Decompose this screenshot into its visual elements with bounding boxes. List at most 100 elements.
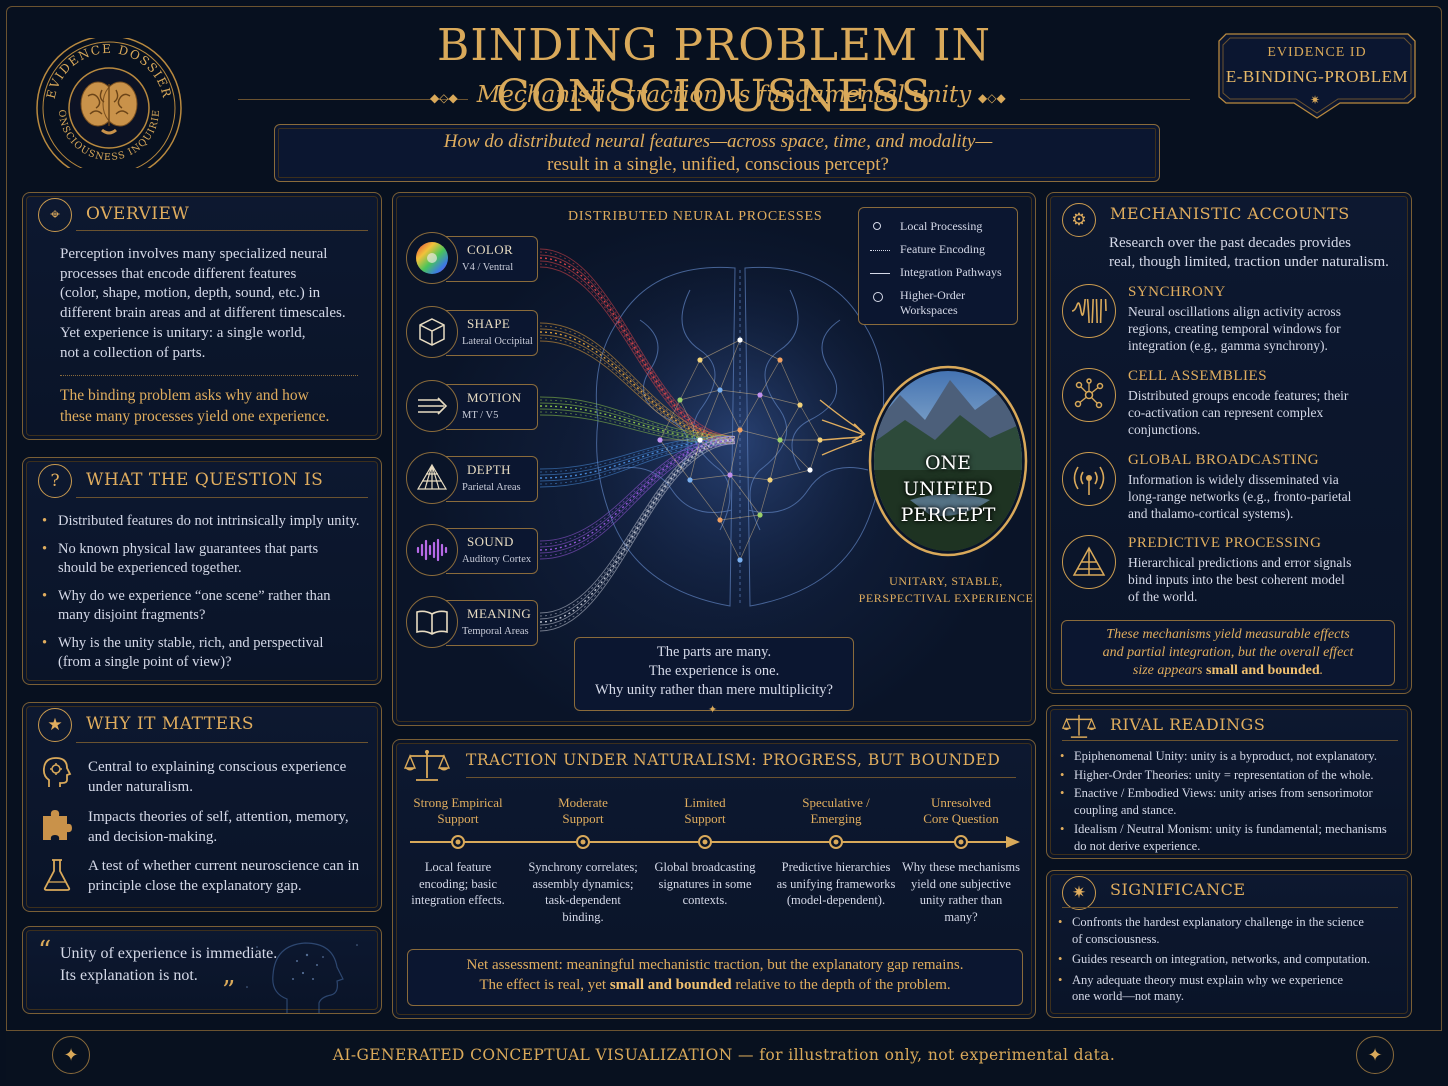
flask-icon bbox=[42, 858, 72, 896]
question-item-line: many disjoint fragments? bbox=[58, 607, 206, 623]
question-item: Why is the unity stable, rich, and persp… bbox=[42, 634, 372, 672]
stage-heading-line: Support bbox=[437, 811, 479, 826]
mechanistic-panel bbox=[1046, 192, 1412, 694]
question-line-2: result in a single, unified, conscious p… bbox=[547, 154, 889, 175]
scales-icon bbox=[1061, 712, 1097, 744]
why-matters-title-rule bbox=[76, 742, 368, 743]
question-item-line: should be experienced together. bbox=[58, 560, 242, 576]
mechanistic-summary-box bbox=[1061, 620, 1395, 686]
feature-box bbox=[446, 528, 538, 574]
footer-star-right-icon: ✦ bbox=[1356, 1036, 1394, 1074]
overview-line: Yet experience is unitary: a single worl… bbox=[60, 324, 306, 341]
summary-post: . bbox=[1319, 663, 1324, 678]
mechanism-description-line: of the world. bbox=[1128, 589, 1198, 604]
overview-line: different brain areas and at different t… bbox=[60, 305, 346, 322]
overview-line: not a collection of parts. bbox=[60, 344, 206, 361]
stage-description-line: contexts. bbox=[682, 893, 728, 907]
pyramid-icon bbox=[406, 452, 458, 504]
mechanism-description-line: and thalamo-cortical systems). bbox=[1128, 506, 1294, 521]
neural-processes-heading: DISTRIBUTED NEURAL PROCESSES bbox=[568, 209, 823, 224]
why-matters-item: A test of whether current neuroscience c… bbox=[88, 856, 374, 896]
stage-description-line: Global broadcasting bbox=[654, 860, 756, 874]
question-title-rule bbox=[76, 497, 368, 498]
cube-icon bbox=[406, 306, 458, 358]
question-item-line: Why do we experience “one scene” rather … bbox=[58, 588, 331, 604]
mechanism-description-line: bind inputs into the best coherent model bbox=[1128, 572, 1345, 587]
wave-icon bbox=[1062, 284, 1116, 338]
net-line-2-bold: small and bounded bbox=[609, 977, 732, 993]
page-subtitle: Mechanistic traction vs fundamental unit… bbox=[476, 82, 972, 108]
network-icon bbox=[1062, 368, 1116, 422]
book-icon bbox=[406, 596, 458, 648]
rival-item-line: Epiphenomenal Unity: unity is a byproduc… bbox=[1074, 749, 1377, 763]
open-quote-icon: “ bbox=[38, 936, 52, 966]
why-matters-item: Impacts theories of self, attention, mem… bbox=[88, 807, 374, 847]
quote-line-2: Its explanation is not. bbox=[60, 967, 198, 984]
stage-description-line: yield one subjective bbox=[911, 876, 1011, 891]
mechanism-description-line: conjunctions. bbox=[1128, 422, 1201, 437]
rival-item-line: coupling and stance. bbox=[1074, 803, 1177, 817]
feature-region: Lateral Occipital bbox=[462, 336, 533, 347]
why-matters-item: Central to explaining conscious experien… bbox=[88, 757, 374, 797]
feature-name: SHAPE bbox=[467, 316, 511, 331]
rival-item: Higher-Order Theories: unity = represent… bbox=[1060, 767, 1406, 784]
central-question-box: How do distributed neural features—acros… bbox=[274, 124, 1160, 182]
feature-name: DEPTH bbox=[467, 462, 511, 477]
broadcast-icon bbox=[1062, 452, 1116, 506]
compass-star-icon: ✷ bbox=[1062, 876, 1096, 910]
traction-title-rule bbox=[466, 777, 1016, 778]
overview-highlight-line: The binding problem asks why and how bbox=[60, 387, 309, 404]
legend-dot-symbol bbox=[873, 222, 881, 230]
stage-description-line: as unifying frameworks bbox=[776, 876, 896, 891]
feature-region: MT / V5 bbox=[462, 410, 499, 421]
summary-pre: size appears bbox=[1132, 663, 1206, 678]
caption-line-3: Why unity rather than mere multiplicity? bbox=[595, 682, 833, 698]
mechanism-description-line: Information is widely disseminated via bbox=[1128, 472, 1339, 487]
stage-heading-line: Strong Empirical bbox=[413, 795, 503, 810]
mechanism-description-line: Neural oscillations align activity acros… bbox=[1128, 304, 1341, 319]
feature-module: SHAPE Lateral Occipital bbox=[406, 306, 538, 358]
net-line-1: Net assessment: meaningful mechanistic t… bbox=[466, 957, 964, 973]
summary-line-2: and partial integration, but the overall… bbox=[1102, 645, 1354, 660]
stage-description-line: Predictive hierarchies bbox=[781, 860, 891, 874]
overview-line: (color, shape, motion, depth, sound, etc… bbox=[60, 285, 321, 302]
color-wheel-icon bbox=[406, 232, 458, 284]
question-item-line: No known physical law guarantees that pa… bbox=[58, 541, 319, 557]
question-item-line: (from a single point of view)? bbox=[58, 654, 232, 670]
stage-heading-line: Moderate bbox=[558, 795, 608, 810]
overview-title-rule bbox=[76, 230, 368, 231]
why-matters-item-line: principle close the explanatory gap. bbox=[88, 878, 302, 894]
summary-line-1: These mechanisms yield measurable effect… bbox=[1106, 627, 1350, 642]
title-divider-right bbox=[1020, 99, 1190, 100]
overview-line: processes that encode different features bbox=[60, 265, 297, 282]
summary-line-3: size appears small and bounded. bbox=[1061, 662, 1395, 680]
caption-line-1: The parts are many. bbox=[656, 644, 772, 660]
close-quote-icon: ” bbox=[222, 976, 236, 1006]
legend-ring-symbol bbox=[873, 292, 883, 302]
traction-title: TRACTION UNDER NATURALISM: PROGRESS, BUT… bbox=[466, 751, 1001, 769]
percept-caption-line-1: UNITARY, STABLE, bbox=[889, 574, 1003, 588]
rival-item-line: Enactive / Embodied Views: unity arises … bbox=[1074, 786, 1373, 800]
stage-heading-line: Emerging bbox=[810, 811, 862, 826]
mechanism-name: CELL ASSEMBLIES bbox=[1128, 368, 1268, 384]
question-item-line: Distributed features do not intrinsicall… bbox=[58, 513, 360, 529]
legend-label: Local Processing bbox=[900, 219, 983, 233]
stage-description-line: assembly dynamics; bbox=[532, 876, 634, 891]
percept-line-2: UNIFIED bbox=[903, 478, 993, 500]
ornament-icon: ◆◇◆ bbox=[978, 91, 1006, 105]
stage-heading-line: Limited bbox=[684, 795, 726, 810]
rival-item-line: Idealism / Neutral Monism: unity is fund… bbox=[1074, 821, 1387, 836]
percept-line-3: PERCEPT bbox=[900, 504, 996, 526]
rival-item: Enactive / Embodied Views: unity arises … bbox=[1060, 785, 1406, 819]
mechanism-description: Neural oscillations align activity acros… bbox=[1128, 303, 1400, 354]
significance-item: Confronts the hardest explanatory challe… bbox=[1058, 914, 1406, 947]
net-line-2-post: relative to the depth of the problem. bbox=[731, 977, 951, 993]
feature-region: V4 / Ventral bbox=[462, 262, 514, 273]
legend-label: Integration Pathways bbox=[900, 265, 1002, 279]
head-icon bbox=[40, 755, 72, 793]
